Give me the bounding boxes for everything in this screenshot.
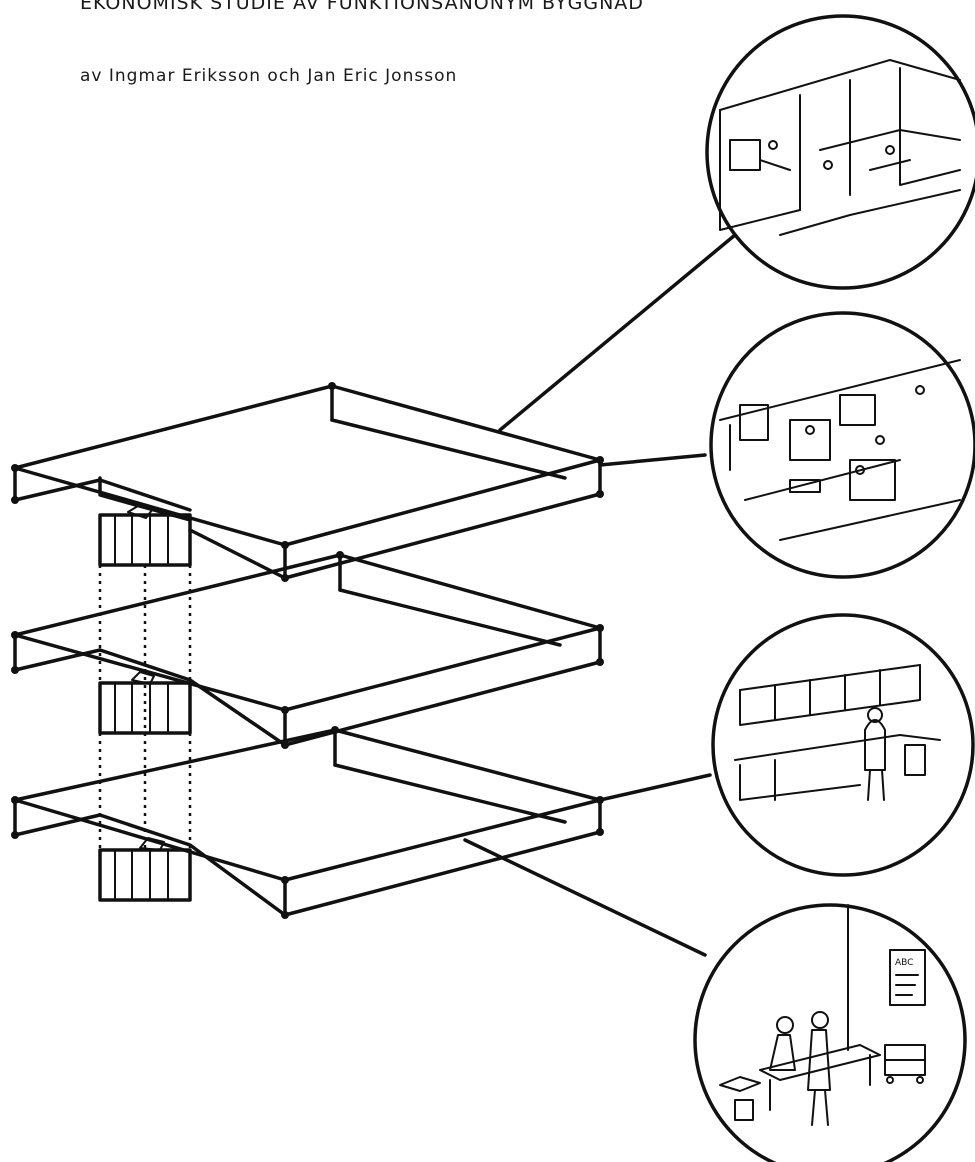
stair-core-top (100, 506, 190, 565)
open-plan-office-icon (711, 313, 975, 577)
connector-lines (465, 235, 735, 955)
laboratory-icon (713, 615, 973, 875)
vertical-shaft-lines (100, 565, 190, 850)
medical-examination-icon: ABC (695, 905, 965, 1162)
office-cells-icon (707, 16, 975, 288)
eye-chart-letters: ABC (895, 958, 913, 968)
